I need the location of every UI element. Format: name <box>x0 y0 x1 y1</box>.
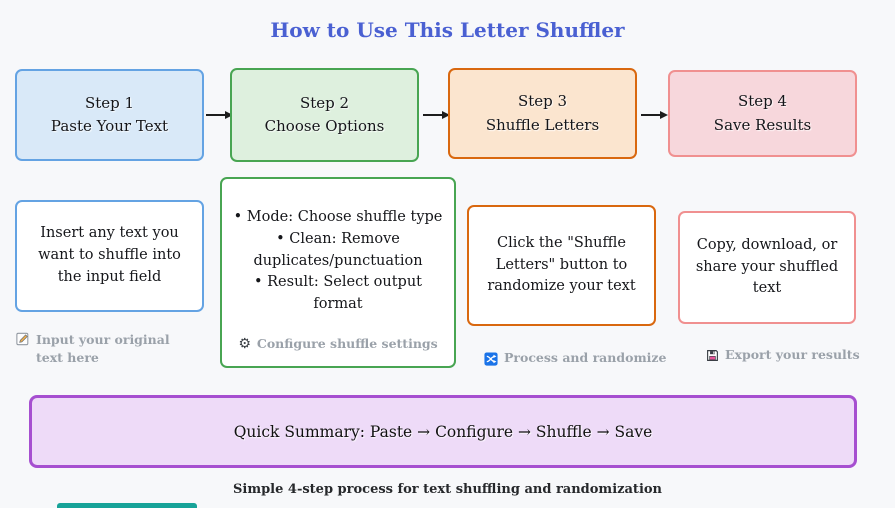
step-2-bullet: • Clean: Remove duplicates/punctuation <box>253 230 423 269</box>
step-1-caption: Input your original text here <box>16 331 198 367</box>
cutoff-teal-bar <box>57 503 197 508</box>
step-4-detail: Copy, download, or share your shuffled t… <box>678 211 856 324</box>
step-2-name: Choose Options <box>264 117 385 135</box>
quick-summary-banner: Quick Summary: Paste → Configure → Shuff… <box>29 395 857 468</box>
gear-icon: ⚙ <box>238 335 251 352</box>
step-4-caption: Export your results <box>706 346 860 364</box>
arrow-right-icon <box>641 111 668 119</box>
step-4-description: Copy, download, or share your shuffled t… <box>695 236 839 297</box>
step-3-caption-label: Process and randomize <box>504 350 667 365</box>
arrow-right-icon <box>423 111 450 119</box>
step-2-box: Step 2 Choose Options <box>230 68 419 162</box>
page-title: How to Use This Letter Shuffler <box>270 18 625 42</box>
shuffle-icon <box>484 352 498 366</box>
step-1-box: Step 1 Paste Your Text <box>15 69 204 161</box>
step-4-caption-label: Export your results <box>725 347 860 362</box>
step-4-name: Save Results <box>713 115 812 134</box>
step-2-caption: ⚙ Configure shuffle settings <box>222 335 454 353</box>
step-1-label: Step 1 <box>84 93 135 112</box>
step-3-label: Step 3 <box>517 92 568 111</box>
step-3-caption: Process and randomize <box>484 349 666 367</box>
step-2-label: Step 2 <box>299 93 350 112</box>
arrow-right-icon <box>206 111 233 119</box>
step-2-bullet: • Mode: Choose shuffle type <box>233 209 443 225</box>
step-2-bullet: • Result: Select output format <box>253 274 423 312</box>
step-4-box: Step 4 Save Results <box>668 70 857 157</box>
footer-note: Simple 4-step process for text shuffling… <box>233 482 662 497</box>
step-1-detail: Insert any text you want to shuffle into… <box>15 200 204 312</box>
step-2-caption-label: Configure shuffle settings <box>256 335 438 351</box>
floppy-disk-icon <box>707 350 718 362</box>
step-1-caption-label: Input your original text here <box>36 332 170 366</box>
step-1-name: Paste Your Text <box>50 117 169 135</box>
step-3-description: Click the "Shuffle Letters" button to ra… <box>487 234 636 295</box>
step-2-detail: • Mode: Choose shuffle type • Clean: Rem… <box>220 177 456 368</box>
quick-summary-text: Quick Summary: Paste → Configure → Shuff… <box>233 422 653 441</box>
step-1-description: Insert any text you want to shuffle into… <box>38 225 181 285</box>
memo-pencil-icon <box>16 332 29 346</box>
step-4-label: Step 4 <box>737 92 788 111</box>
step-3-box: Step 3 Shuffle Letters <box>448 68 637 159</box>
step-3-detail: Click the "Shuffle Letters" button to ra… <box>467 205 656 326</box>
step-3-name: Shuffle Letters <box>485 115 600 134</box>
